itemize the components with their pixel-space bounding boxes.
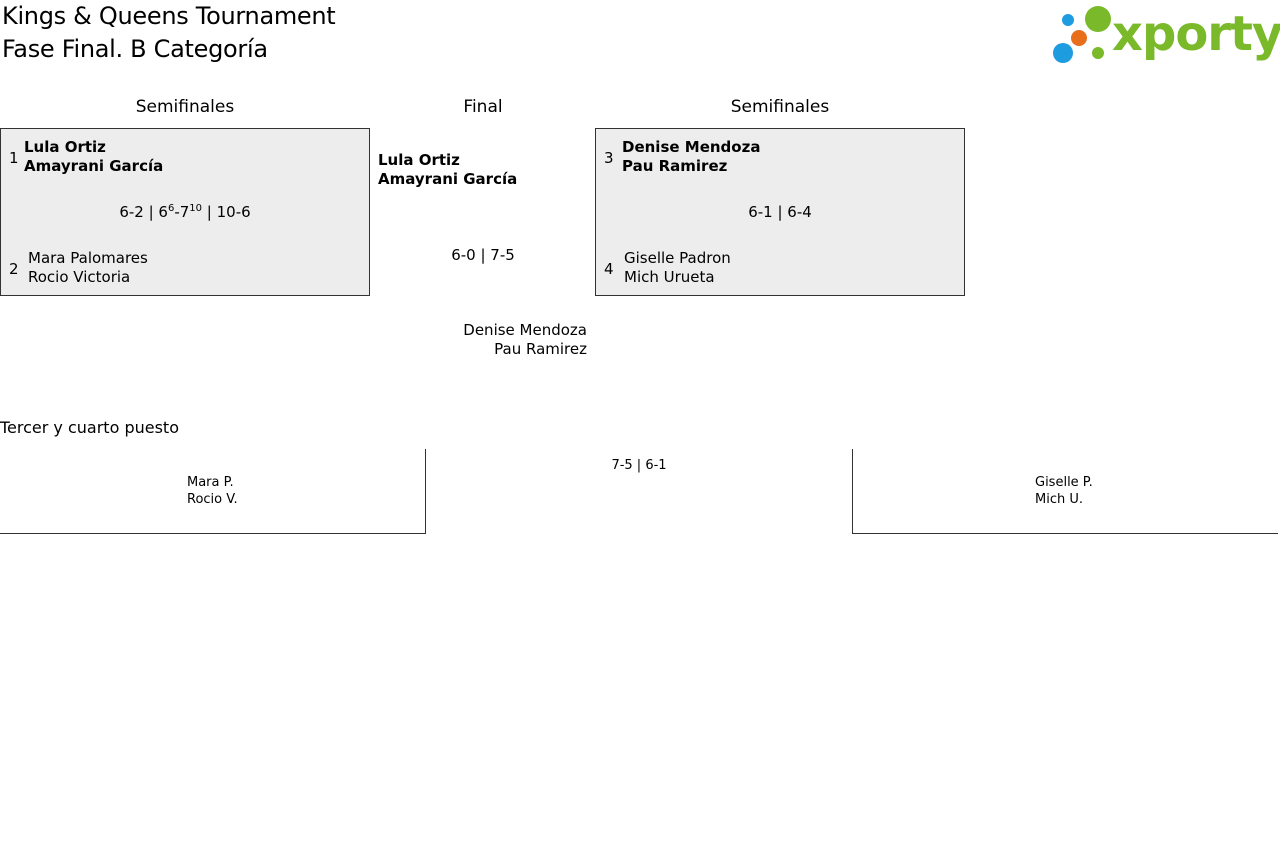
semifinal-right-match: 3 Denise Mendoza Pau Ramirez 6-1 | 6-4 4… xyxy=(595,128,965,296)
player-name: Denise Mendoza xyxy=(463,321,587,339)
player-name: Mich U. xyxy=(1035,492,1083,507)
seed-number: 2 xyxy=(9,260,19,278)
xporty-logo: xporty xyxy=(1050,4,1280,66)
bracket-line xyxy=(0,533,426,534)
third-place-team-right: Giselle P. Mich U. xyxy=(1035,474,1093,508)
third-place-team-left: Mara P. Rocio V. xyxy=(187,474,238,508)
semifinal-left-match: 1 Lula Ortiz Amayrani García 6-2 | 66-71… xyxy=(0,128,370,296)
seed-number: 1 xyxy=(9,149,19,167)
player-name: Mara P. xyxy=(187,475,234,490)
player-name: Rocio Victoria xyxy=(28,268,131,286)
logo-wordmark: xporty xyxy=(1112,6,1280,62)
player-name: Mara Palomares xyxy=(28,249,148,267)
bracket-line xyxy=(852,533,1278,534)
team-winner: Lula Ortiz Amayrani García xyxy=(24,138,163,176)
final-score: 6-0 | 7-5 xyxy=(451,246,515,264)
third-place-heading: Tercer y cuarto puesto xyxy=(0,418,179,437)
player-name: Pau Ramirez xyxy=(622,157,728,175)
player-name: Mich Urueta xyxy=(624,268,715,286)
page-subtitle: Fase Final. B Categoría xyxy=(2,35,268,63)
player-name: Rocio V. xyxy=(187,492,238,507)
player-name: Lula Ortiz xyxy=(378,151,460,169)
column-header-final: Final xyxy=(463,97,503,117)
team-winner: Denise Mendoza Pau Ramirez xyxy=(622,138,760,176)
player-name: Lula Ortiz xyxy=(24,138,106,156)
column-header-semis-right: Semifinales xyxy=(730,97,830,117)
player-name: Amayrani García xyxy=(24,157,164,175)
player-name: Amayrani García xyxy=(378,170,518,188)
match-score: 6-1 | 6-4 xyxy=(748,203,812,221)
bracket-line xyxy=(425,449,426,534)
player-name: Giselle Padron xyxy=(624,249,731,267)
team-loser: Mara Palomares Rocio Victoria xyxy=(28,249,148,287)
bracket-line xyxy=(852,449,853,534)
seed-number: 3 xyxy=(604,149,614,167)
match-score: 6-2 | 66-710 | 10-6 xyxy=(119,203,251,221)
seed-number: 4 xyxy=(604,260,614,278)
player-name: Pau Ramirez xyxy=(494,340,587,358)
player-name: Giselle P. xyxy=(1035,475,1093,490)
logo-dots-icon xyxy=(1053,6,1111,63)
page-title: Kings & Queens Tournament xyxy=(2,2,336,30)
third-place-score: 7-5 | 6-1 xyxy=(611,458,667,473)
final-runner-up: Denise Mendoza Pau Ramirez xyxy=(383,321,587,359)
column-header-semis-left: Semifinales xyxy=(135,97,235,117)
player-name: Denise Mendoza xyxy=(622,138,761,156)
final-winner: Lula Ortiz Amayrani García xyxy=(378,151,517,189)
team-loser: Giselle Padron Mich Urueta xyxy=(624,249,731,287)
